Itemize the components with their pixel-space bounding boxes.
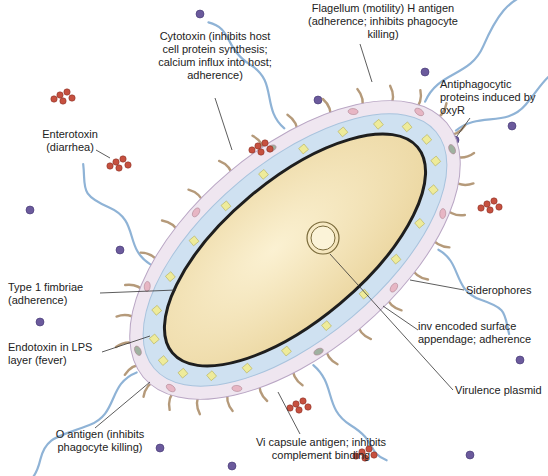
siderophore xyxy=(207,371,217,381)
siderophore xyxy=(282,346,292,356)
fimbriae-label: Type 1 fimbriae (adherence) xyxy=(8,281,100,307)
siderophore xyxy=(259,169,269,179)
antiphagocytic-protein xyxy=(228,462,236,470)
enterotoxin-label: Enterotoxin (diarrhea) xyxy=(30,128,110,154)
surface-protein xyxy=(413,107,425,118)
enterotoxin-particle xyxy=(262,140,268,146)
enterotoxin-particle xyxy=(69,95,75,101)
vi-capsule-label: Vi capsule antigen; inhibits complement … xyxy=(236,436,406,462)
enterotoxin-particle xyxy=(116,165,122,171)
cytotoxin-label: Cytotoxin (inhibits host cell protein sy… xyxy=(150,30,280,82)
enterotoxin-particle xyxy=(487,207,493,213)
o-antigen-label: O antigen (inhibits phagocyte killing) xyxy=(30,428,170,454)
siderophore xyxy=(221,201,231,211)
enterotoxin-particle xyxy=(371,452,377,458)
flagellum-label: Flagellum (motility) H antigen (adherenc… xyxy=(303,2,463,41)
plasmid-label: Virulence plasmid xyxy=(455,384,547,397)
antiphagocytic-protein xyxy=(116,246,124,254)
surface-protein xyxy=(447,143,457,155)
siderophore xyxy=(165,272,175,282)
siderophore xyxy=(373,119,383,129)
leader-lines xyxy=(95,44,470,434)
surface-protein xyxy=(133,345,143,357)
enterotoxin-particle xyxy=(293,401,299,407)
antiphagocytic-protein xyxy=(421,68,429,76)
antiphagocytic-protein xyxy=(516,356,524,364)
cytoplasm xyxy=(127,94,462,407)
siderophore xyxy=(158,356,168,366)
enterotoxin-particle xyxy=(64,89,70,95)
inv-label: inv encoded surface appendage; adherence xyxy=(418,320,546,346)
siderophore xyxy=(242,363,252,373)
enterotoxin-particle xyxy=(57,92,63,98)
antiphagocytic-protein xyxy=(466,451,474,459)
siderophore xyxy=(422,135,432,145)
enterotoxin-particle xyxy=(258,149,264,155)
surface-protein xyxy=(348,108,358,115)
enterotoxin-particle xyxy=(267,146,273,152)
antiphagocytic-protein xyxy=(508,122,516,130)
enterotoxin-particle xyxy=(484,201,490,207)
siderophore xyxy=(149,334,159,344)
siderophore xyxy=(178,368,188,378)
enterotoxin-particle xyxy=(107,163,113,169)
siderophore xyxy=(431,156,441,166)
enterotoxin-particle xyxy=(496,204,502,210)
antiphagocytic-protein xyxy=(156,444,164,452)
enterotoxin-particle xyxy=(120,156,126,162)
surface-protein xyxy=(191,207,202,219)
lps-layer xyxy=(97,64,492,435)
surface-protein xyxy=(232,385,242,392)
siderophore xyxy=(359,289,369,299)
antiphagocytic-label: Antiphagocytic proteins induced by oxyR xyxy=(440,78,546,117)
surface-protein xyxy=(389,282,400,294)
siderophore xyxy=(152,305,162,315)
endotoxin-label: Endotoxin in LPS layer (fever) xyxy=(8,341,102,367)
enterotoxin-particle xyxy=(255,143,261,149)
enterotoxin-particle xyxy=(300,398,306,404)
enterotoxin-particle xyxy=(60,98,66,104)
enterotoxin-particle xyxy=(125,162,131,168)
enterotoxin-particle xyxy=(296,407,302,413)
surface-protein xyxy=(165,383,177,394)
enterotoxin-particle xyxy=(113,159,119,165)
siderophore xyxy=(299,144,309,154)
antiphagocytic-protein xyxy=(314,96,322,104)
siderophore xyxy=(402,122,412,132)
siderophore xyxy=(322,321,332,331)
siderophore-label: Siderophores xyxy=(466,284,546,297)
enterotoxin-particle xyxy=(51,96,57,102)
siderophore xyxy=(189,236,199,246)
enterotoxin-particle xyxy=(249,147,255,153)
antiphagocytic-protein xyxy=(26,206,34,214)
plasmid-symbol xyxy=(307,222,339,254)
antiphagocytic-protein xyxy=(36,318,44,326)
siderophore xyxy=(391,254,401,264)
siderophore xyxy=(428,185,438,195)
enterotoxin-particle xyxy=(491,198,497,204)
toxin-particles xyxy=(51,89,502,461)
siderophore xyxy=(338,127,348,137)
siderophore xyxy=(415,218,425,228)
enterotoxin-particle xyxy=(305,404,311,410)
enterotoxin-particle xyxy=(478,205,484,211)
surface-protein xyxy=(144,281,151,291)
surface-protein xyxy=(313,347,325,357)
surface-protein xyxy=(439,208,446,218)
antiphagocytic-protein xyxy=(196,10,204,18)
